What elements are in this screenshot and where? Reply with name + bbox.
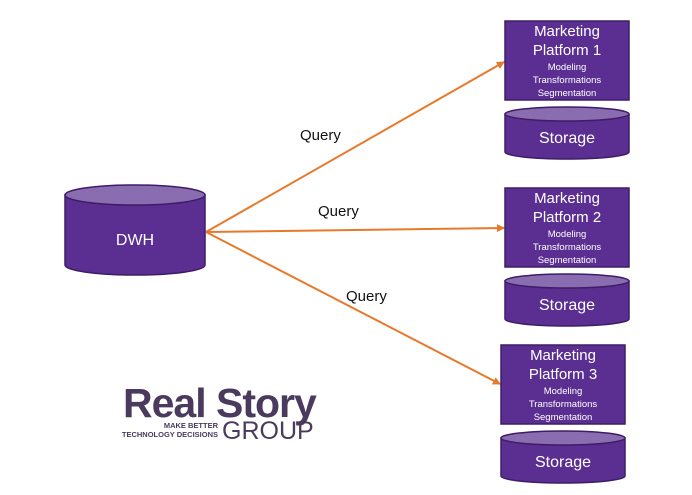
dwh-label: DWH [116, 232, 154, 249]
platform-1-item-transformations: Transformations [533, 75, 602, 86]
platform-3-item-segmentation: Segmentation [534, 412, 593, 423]
query-label-2: Query [318, 203, 359, 220]
logo-wordmark: Real Story [123, 380, 317, 426]
platform-2-item-modeling: Modeling [548, 229, 587, 240]
platform-2-item-segmentation: Segmentation [538, 255, 597, 266]
marketing-platform-3: Marketing Platform 3 Modeling Transforma… [500, 344, 626, 425]
query-label-3: Query [346, 288, 387, 305]
storage-cylinder-3: Storage [500, 430, 626, 484]
platform-2-box [504, 187, 630, 268]
storage-label-3: Storage [535, 454, 591, 471]
real-story-group-logo: Real Story MAKE BETTER TECHNOLOGY DECISI… [122, 380, 318, 445]
platform-1-item-segmentation: Segmentation [538, 88, 597, 99]
platform-2-title-line1: Marketing [534, 190, 600, 207]
connector-arrows [205, 61, 505, 385]
storage-cylinder-2: Storage [504, 273, 630, 327]
logo-group-text: GROUP [222, 417, 314, 445]
platform-1-title-line1: Marketing [534, 23, 600, 40]
arrow-to-platform-1 [205, 61, 505, 233]
platform-3-item-modeling: Modeling [544, 386, 583, 397]
logo-tagline-line1: MAKE BETTER [164, 421, 219, 430]
platform-3-box [500, 344, 626, 425]
marketing-platform-2: Marketing Platform 2 Modeling Transforma… [504, 187, 630, 268]
platform-1-title-line2: Platform 1 [533, 42, 601, 59]
arrow-to-platform-3 [205, 231, 501, 385]
dwh-cylinder: DWH [64, 184, 206, 276]
arrow-to-platform-2 [205, 224, 505, 233]
platform-1-item-modeling: Modeling [548, 62, 587, 73]
platform-1-box [504, 20, 630, 101]
storage-label-2: Storage [539, 297, 595, 314]
platform-2-title-line2: Platform 2 [533, 209, 601, 226]
marketing-platform-1: Marketing Platform 1 Modeling Transforma… [504, 20, 630, 101]
query-label-1: Query [300, 127, 341, 144]
logo-tagline-line2: TECHNOLOGY DECISIONS [122, 430, 218, 439]
storage-cylinder-1: Storage [504, 106, 630, 160]
platform-2-item-transformations: Transformations [533, 242, 602, 253]
platform-3-title-line2: Platform 3 [529, 366, 597, 383]
platform-3-item-transformations: Transformations [529, 399, 598, 410]
storage-label-1: Storage [539, 130, 595, 147]
platform-3-title-line1: Marketing [530, 347, 596, 364]
